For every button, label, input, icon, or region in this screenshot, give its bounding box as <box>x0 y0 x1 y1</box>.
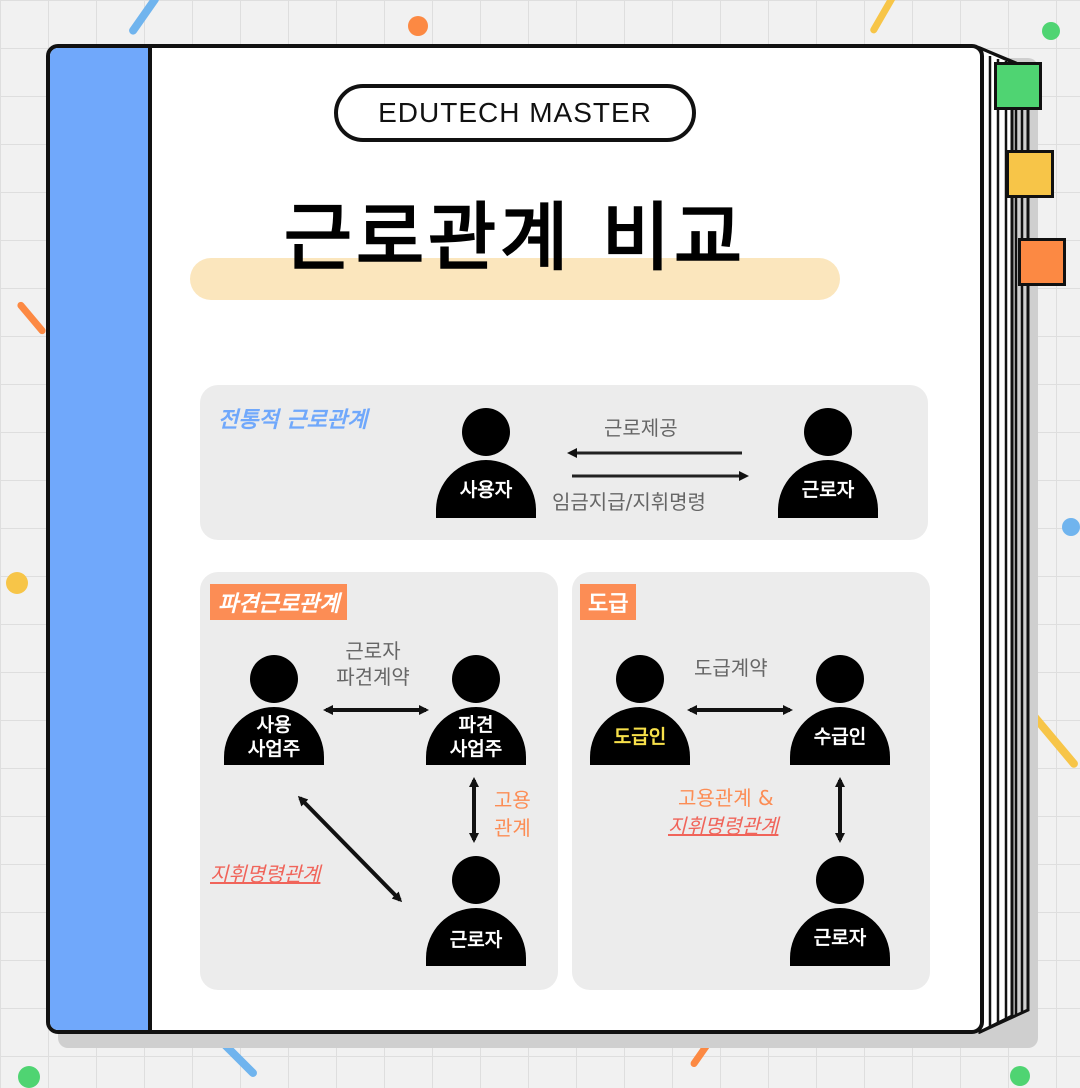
confetti-yellow-dot <box>6 572 28 594</box>
employer-figure: 사용자 <box>436 408 536 518</box>
employer-label: 사용자 <box>459 479 513 501</box>
dispatched-worker-label: 근로자 <box>449 929 503 951</box>
dispatch-employment-label: 고용 관계 <box>494 788 531 840</box>
subcontractor-label: 수급인 <box>813 726 867 748</box>
worker-label-traditional: 근로자 <box>801 479 855 501</box>
traditional-heading: 전통적 근로관계 <box>218 408 368 433</box>
labor-provision-label: 근로제공 <box>604 416 678 440</box>
subcontractor-figure: 수급인 <box>790 655 890 765</box>
page-title: 근로관계 비교 <box>283 195 747 281</box>
book-pages <box>978 45 1030 1034</box>
brand-badge: EDUTECH MASTER <box>334 84 696 142</box>
person-head <box>816 655 864 703</box>
bookmark-tab-orange[interactable] <box>1018 238 1066 286</box>
book-spine <box>50 48 152 1030</box>
contractor-figure: 도급인 <box>590 655 690 765</box>
subcontractor-worker-figure: 근로자 <box>790 856 890 966</box>
user-company-label: 사용 사업주 <box>247 714 301 760</box>
subcontractor-worker-label: 근로자 <box>813 927 867 949</box>
dispatch-contract-label: 근로자 파견계약 <box>336 639 410 689</box>
contracting-tag: 도급 <box>580 584 637 620</box>
dispatched-worker-figure: 근로자 <box>426 856 526 966</box>
dispatch-company-figure: 파견 사업주 <box>426 655 526 765</box>
confetti-orange-dot <box>408 16 428 36</box>
title-highlight <box>190 258 840 300</box>
wage-command-label: 임금지급/지휘명령 <box>552 490 706 514</box>
contracting-relation-label-2: 지휘명령관계 <box>668 814 779 838</box>
person-head <box>816 856 864 904</box>
contractor-label: 도급인 <box>613 726 667 748</box>
confetti-green-dot <box>1042 22 1060 40</box>
person-head <box>452 655 500 703</box>
bookmark-tab-green[interactable] <box>994 62 1042 110</box>
dispatch-tag: 파견근로관계 <box>210 584 348 620</box>
user-company-figure: 사용 사업주 <box>224 655 324 765</box>
contracting-contract-label: 도급계약 <box>694 656 768 680</box>
person-head <box>452 856 500 904</box>
worker-figure-traditional: 근로자 <box>778 408 878 518</box>
confetti-blue-dot <box>1062 518 1080 536</box>
person-head <box>462 408 510 456</box>
person-head <box>804 408 852 456</box>
contracting-relation-label-1: 고용관계 & <box>678 786 774 810</box>
person-head <box>616 655 664 703</box>
bookmark-tab-yellow[interactable] <box>1006 150 1054 198</box>
dispatch-company-label: 파견 사업주 <box>449 714 503 760</box>
arrow-dispatch-command <box>297 795 403 903</box>
person-head <box>250 655 298 703</box>
